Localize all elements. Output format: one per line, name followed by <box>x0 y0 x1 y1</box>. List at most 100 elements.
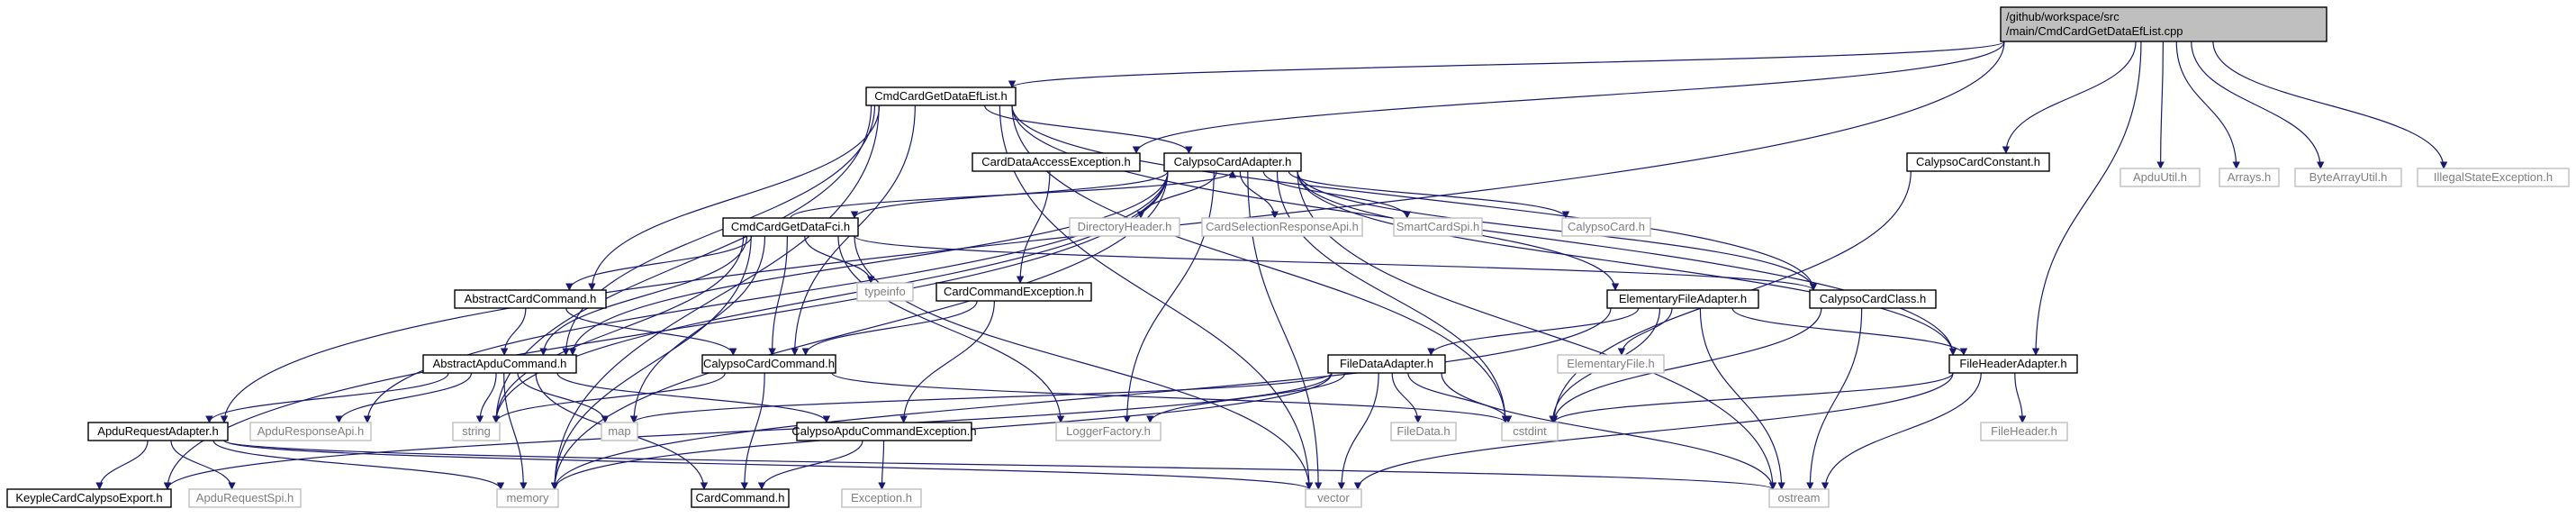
node-abstract-card-command[interactable]: AbstractCardCommand.h <box>454 289 607 309</box>
edge-fileDataAdapter-to-fileData <box>1391 372 1423 423</box>
edge-cmdFci-to-string <box>492 235 745 423</box>
node-calypso-card-constant[interactable]: CalypsoCardConstant.h <box>1906 152 2050 172</box>
node-label: LoggerFactory.h <box>1066 424 1151 438</box>
node-box <box>1557 354 1665 374</box>
node-elementary-file-adapter[interactable]: ElementaryFileAdapter.h <box>1606 289 1759 309</box>
edge-calypsoApduCommandException-to-exception <box>878 440 886 490</box>
edge-fileDataAdapter-to-cstdint <box>1407 372 1513 423</box>
edge-cmdFci-to-memory <box>550 235 752 490</box>
node-apdu-request-spi[interactable]: ApduRequestSpi.h <box>188 488 302 508</box>
node-box <box>454 289 607 309</box>
edge-fileHeaderAdapter-to-cstdint <box>1550 372 1954 423</box>
node-card-data-access[interactable]: CardDataAccessException.h <box>972 152 1141 172</box>
node-byte-array-util[interactable]: ByteArrayUtil.h <box>2294 168 2402 187</box>
node-file-header-adapter[interactable]: FileHeaderAdapter.h <box>1948 354 2078 374</box>
edge-cmdFci-to-typeinfo <box>804 235 875 284</box>
node-label: CardSelectionResponseApi.h <box>1206 220 1359 233</box>
edge-cmdEfList-to-vector <box>999 105 1314 490</box>
edge-cmdEfList-to-string <box>492 105 872 423</box>
node-illegal-state[interactable]: IllegalStateException.h <box>2417 168 2570 187</box>
nodes-layer: /github/workspace/src/main/CmdCardGetDat… <box>6 6 2570 508</box>
edge-cmdEfList-to-abstractApduCommand <box>562 105 876 356</box>
node-box <box>856 282 914 302</box>
node-box <box>1906 152 2050 172</box>
edge-calypsoCardAdapter-to-cardSelectionResponseApi <box>1239 170 1279 219</box>
node-elementary-file[interactable]: ElementaryFile.h <box>1557 354 1665 374</box>
node-box <box>1948 354 2078 374</box>
node-card-selection-response-api[interactable]: CardSelectionResponseApi.h <box>1201 217 1363 237</box>
node-box <box>1201 217 1363 237</box>
edge-calypsoCardAdapter-to-abstractApduCommand <box>568 170 1169 356</box>
node-card-command[interactable]: CardCommand.h <box>691 488 790 508</box>
node-arrays[interactable]: Arrays.h <box>2219 168 2280 187</box>
node-calypso-card-adapter[interactable]: CalypsoCardAdapter.h <box>1163 152 1302 172</box>
edge-elementaryFileAdapter-to-fileHeaderAdapter <box>1731 307 1968 356</box>
node-calypso-apdu-command-exception[interactable]: CalypsoApduCommandException.h <box>791 422 977 441</box>
node-box <box>935 282 1092 302</box>
node-calypso-card[interactable]: CalypsoCard.h <box>1561 217 1651 237</box>
node-box <box>87 422 229 441</box>
node-exception[interactable]: Exception.h <box>841 488 922 508</box>
node-typeinfo[interactable]: typeinfo <box>856 282 914 302</box>
node-box <box>1561 217 1651 237</box>
node-box <box>1606 289 1759 309</box>
node-label: ostream <box>1778 491 1821 504</box>
edge-abstractApduCommand-to-apduResponseApi <box>335 372 473 423</box>
node-calypso-card-class[interactable]: CalypsoCardClass.h <box>1809 289 1937 309</box>
node-label: ApduRequestAdapter.h <box>97 424 218 438</box>
edge-fileDataAdapter-to-ostream <box>1441 372 1777 490</box>
edge-root-to-fileHeaderAdapter <box>2031 41 2142 356</box>
node-label: vector <box>1317 491 1350 504</box>
node-cmd-ef-list[interactable]: CmdCardGetDataEfList.h <box>865 86 1017 106</box>
node-label: CalypsoCardCommand.h <box>703 357 835 370</box>
node-box <box>1163 152 1302 172</box>
node-label: CmdCardGetDataFci.h <box>731 220 850 233</box>
edge-root-to-byteArrayUtil <box>2191 41 2325 169</box>
edge-calypsoCardClass-to-cstdint <box>1550 307 1822 423</box>
node-memory[interactable]: memory <box>496 488 559 508</box>
edge-calypsoCardCommand-to-cstdint <box>831 372 1509 423</box>
node-label: IllegalStateException.h <box>2434 170 2553 184</box>
node-box <box>249 422 372 441</box>
edge-apduRequestAdapter-to-ostream <box>223 440 1776 490</box>
edge-cmdEfList-to-memory <box>550 105 880 490</box>
node-smart-card-spi[interactable]: SmartCardSpi.h <box>1393 217 1483 237</box>
node-logger-factory[interactable]: LoggerFactory.h <box>1055 422 1161 441</box>
node-label: cstdint <box>1513 424 1547 438</box>
node-keyple-export[interactable]: KeypleCardCalypsoExport.h <box>6 488 172 508</box>
node-label: ApduRequestSpi.h <box>196 491 294 504</box>
node-card-command-exception[interactable]: CardCommandException.h <box>935 282 1092 302</box>
node-vector[interactable]: vector <box>1305 488 1362 508</box>
node-box <box>2294 168 2402 187</box>
node-map[interactable]: map <box>601 422 638 441</box>
node-label: ElementaryFile.h <box>1567 357 1655 370</box>
node-apdu-response-api[interactable]: ApduResponseApi.h <box>249 422 372 441</box>
node-apdu-request-adapter[interactable]: ApduRequestAdapter.h <box>87 422 229 441</box>
node-file-data-adapter[interactable]: FileDataAdapter.h <box>1327 354 1446 374</box>
node-ostream[interactable]: ostream <box>1768 488 1830 508</box>
node-label: AbstractApduCommand.h <box>433 357 567 370</box>
node-directory-header[interactable]: DirectoryHeader.h <box>1069 217 1180 237</box>
node-apdu-util[interactable]: ApduUtil.h <box>2120 168 2201 187</box>
node-box <box>1055 422 1161 441</box>
node-label: CalypsoApduCommandException.h <box>791 424 976 438</box>
node-file-header[interactable]: FileHeader.h <box>1980 422 2068 441</box>
node-calypso-card-command[interactable]: CalypsoCardCommand.h <box>701 354 836 374</box>
node-cmd-fci[interactable]: CmdCardGetDataFci.h <box>722 217 859 237</box>
node-box <box>701 354 836 374</box>
node-box <box>722 217 859 237</box>
edge-cardCommandException-to-calypsoCardCommand <box>801 300 978 356</box>
node-label: typeinfo <box>864 285 906 298</box>
node-root[interactable]: /github/workspace/src/main/CmdCardGetDat… <box>2000 6 2327 42</box>
node-string[interactable]: string <box>452 422 501 441</box>
node-box <box>2219 168 2280 187</box>
node-abstract-apdu-command[interactable]: AbstractApduCommand.h <box>422 354 577 374</box>
edge-calypsoCardAdapter-to-loggerFactory <box>1123 170 1215 423</box>
node-cstdint[interactable]: cstdint <box>1501 422 1559 441</box>
edge-fileHeaderAdapter-to-vector <box>1353 372 1954 490</box>
edge-cmdFci-to-abstractCardCommand <box>565 235 753 291</box>
node-box <box>865 86 1017 106</box>
node-label: Exception.h <box>851 491 912 504</box>
node-file-data[interactable]: FileData.h <box>1390 422 1457 441</box>
